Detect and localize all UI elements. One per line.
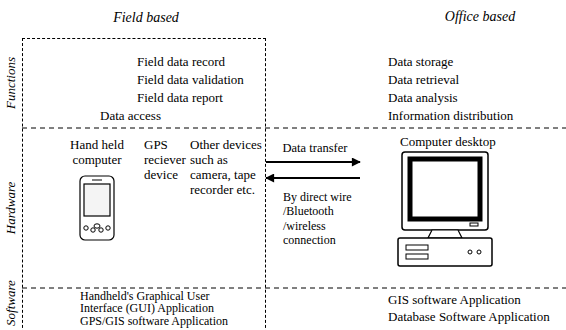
region-heading: Field based <box>86 10 206 27</box>
row-heading: Software <box>3 280 19 326</box>
device-label: Computer desktop <box>400 134 530 150</box>
handheld-button <box>99 228 103 232</box>
drive-slot <box>406 245 428 250</box>
software-cell: Handheld's Graphical User Interface (GUI… <box>22 288 266 330</box>
monitor-case <box>402 152 488 230</box>
functions-cell: Field data recordField data validationFi… <box>22 38 266 128</box>
desktop-computer-icon <box>398 152 492 266</box>
software-item: Database Software Application <box>388 310 563 325</box>
row-heading: Functions <box>3 57 19 109</box>
transfer-arrow <box>266 161 360 163</box>
function-item: Data access <box>100 108 250 124</box>
function-item: Field data validation <box>137 72 264 88</box>
handheld-speaker <box>92 180 102 181</box>
function-item: Data storage <box>388 54 563 70</box>
software-item: Handheld's Graphical User Interface (GUI… <box>80 290 250 315</box>
edge-label: Data transfer <box>275 141 355 156</box>
hardware-cell: Hand held computer GPS reciever deviceOth… <box>22 128 266 288</box>
device-label: GPS reciever device <box>144 138 190 183</box>
handheld-screen <box>84 184 110 216</box>
row-divider <box>22 128 566 129</box>
software-item: GPS/GIS software Application <box>80 315 250 327</box>
transfer-arrow <box>266 177 360 179</box>
function-item: Information distribution <box>388 108 563 124</box>
handheld-pad <box>94 224 100 228</box>
computer-base <box>398 238 492 266</box>
function-item: Data retrieval <box>388 72 563 88</box>
row-heading: Hardware <box>3 182 19 234</box>
edge-label: By direct wire /Bluetooth /wireless conn… <box>283 190 378 248</box>
monitor-button <box>470 223 478 226</box>
row-dividers <box>22 128 566 288</box>
drive-slot <box>406 254 428 259</box>
field-region: Field basedField data recordField data v… <box>22 38 266 330</box>
hardware-band: Computer desktop <box>360 128 566 288</box>
function-item: Field data record <box>137 54 264 70</box>
column-heading: Office based <box>420 9 540 25</box>
handheld-button <box>91 228 95 232</box>
handheld-button <box>84 226 88 230</box>
power-button <box>468 250 472 254</box>
function-item: Field data report <box>137 90 264 106</box>
power-button <box>477 250 481 254</box>
handheld-button <box>106 226 110 230</box>
device-label: Other devices such as camera, tape recor… <box>190 138 262 198</box>
software-item: GIS software Application <box>388 293 563 308</box>
monitor-screen <box>410 159 480 219</box>
row-divider <box>22 288 566 289</box>
monitor-neck <box>428 230 462 238</box>
handheld-icon <box>80 176 114 240</box>
functions-band: Data storageData retrievalData analysisI… <box>380 38 566 128</box>
handheld-body <box>80 176 114 240</box>
function-item: Data analysis <box>388 90 563 106</box>
device-label: Hand held computer <box>66 138 128 168</box>
software-band: GIS software ApplicationDatabase Softwar… <box>380 288 566 330</box>
